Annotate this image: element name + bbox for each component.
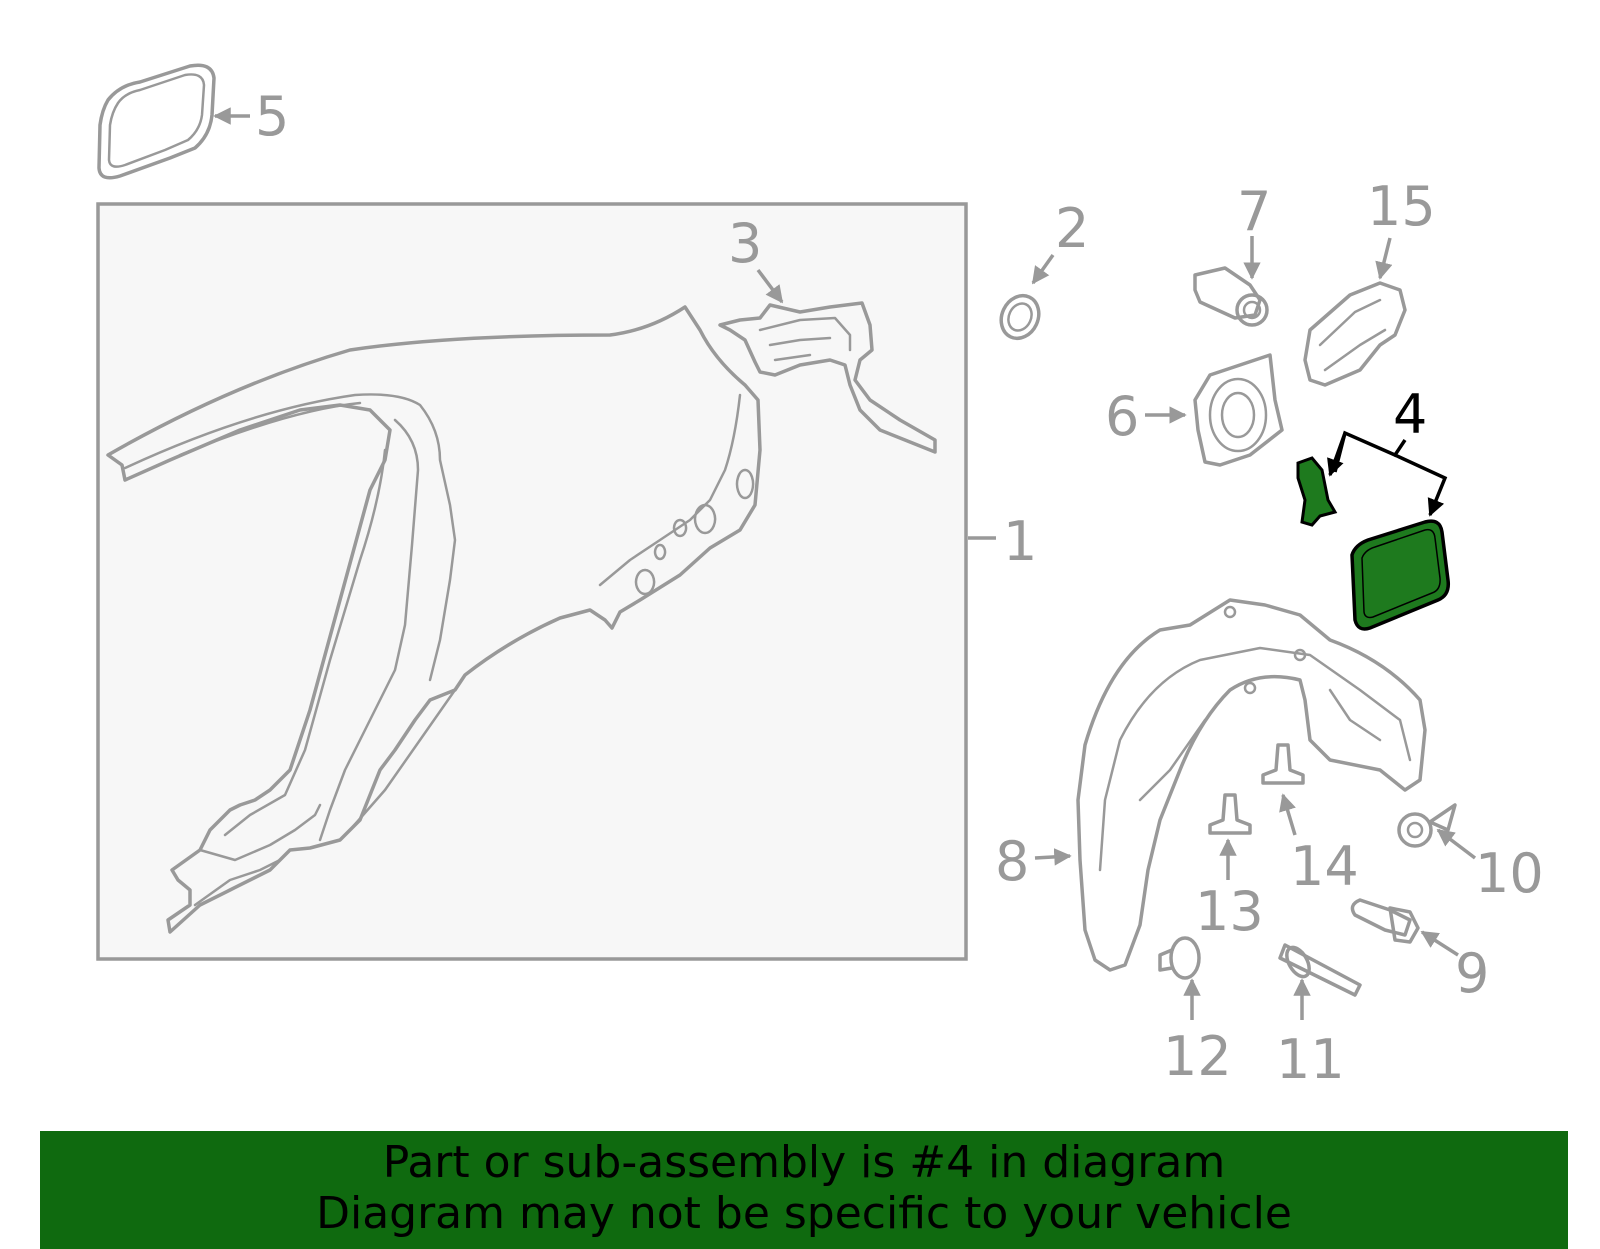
fastener-10-drawing [1397,803,1457,848]
leader-4-hinge-arrow [1327,432,1347,477]
part-3-drawing [718,301,937,454]
callout-1: 1 [1003,510,1037,573]
fastener-12-drawing [1158,936,1201,980]
callout-15: 15 [1367,175,1436,238]
part-4-drawing [1296,456,1451,631]
leader-8 [1034,848,1072,866]
callout-2: 2 [1055,197,1089,260]
callout-6: 6 [1105,385,1139,448]
callout-5: 5 [255,85,289,148]
part-6-drawing [1193,353,1284,467]
part-2-drawing [999,293,1041,341]
leader-4 [1333,430,1407,473]
leader-9 [1420,930,1459,957]
fastener-14-drawing [1261,743,1305,785]
fastener-13-drawing [1208,793,1252,835]
callout-7: 7 [1237,180,1271,243]
callout-4: 4 [1393,383,1427,446]
leader-4-door [1394,453,1448,517]
fastener-9-drawing [1350,898,1420,944]
quarter-panel-inset-box [96,202,968,961]
callout-11: 11 [1276,1028,1345,1091]
part-15-drawing [1303,281,1407,387]
callout-9: 9 [1455,942,1489,1005]
callout-10: 10 [1475,842,1544,905]
leader-3 [756,268,784,304]
info-banner: Part or sub-assembly is #4 in diagram Di… [40,1131,1568,1249]
part-7-drawing [1193,266,1269,327]
callout-13: 13 [1195,880,1264,943]
leader-14 [1279,793,1297,836]
fastener-11-drawing [1278,943,1362,997]
banner-line-2: Diagram may not be specific to your vehi… [316,1188,1292,1239]
callout-8: 8 [995,830,1029,893]
part-8-drawing [1076,598,1427,972]
leader-15 [1375,237,1393,280]
leader-2 [1031,253,1055,285]
quarter-panel-drawing [106,305,762,934]
part-5-drawing [97,63,216,180]
callout-3: 3 [728,212,762,275]
leader-10 [1436,828,1477,860]
banner-line-1: Part or sub-assembly is #4 in diagram [382,1137,1226,1188]
callout-14: 14 [1290,835,1359,898]
callout-12: 12 [1163,1025,1232,1088]
